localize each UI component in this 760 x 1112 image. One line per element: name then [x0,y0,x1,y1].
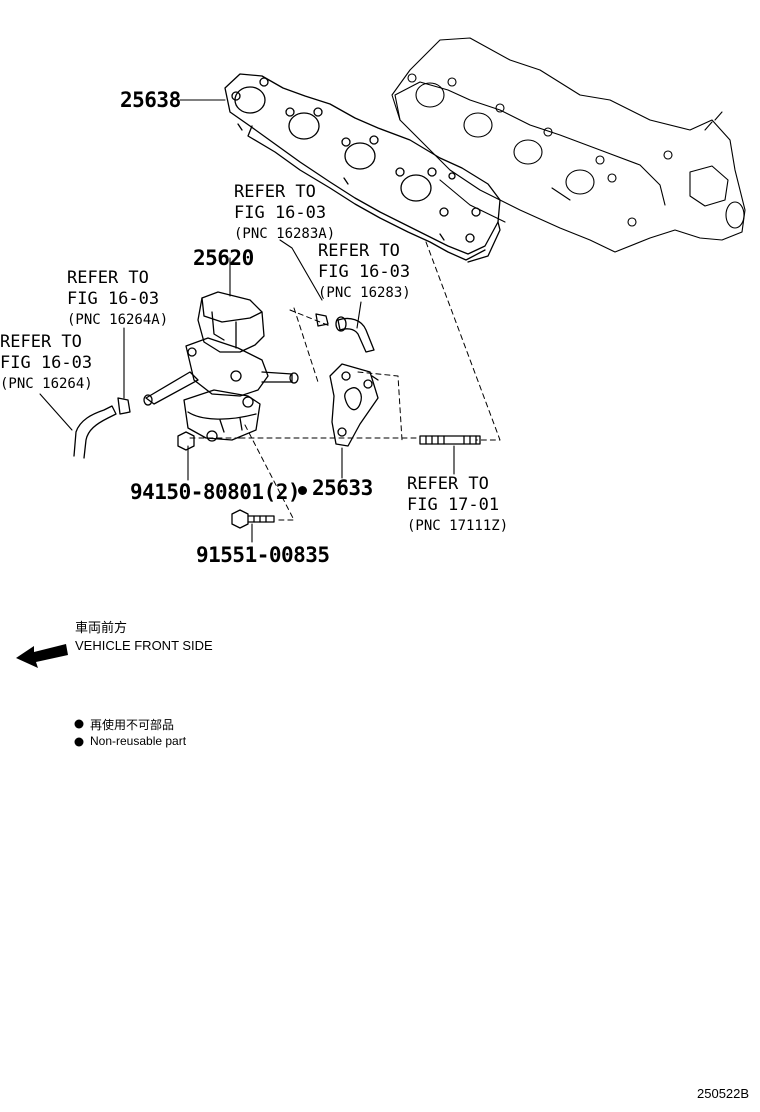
legend-label-en: Non-reusable part [90,734,187,748]
gasket-25633-drawing [329,363,379,447]
ref-pnc: (PNC 16283A) [234,226,336,242]
ref-line1: REFER TO [234,182,316,202]
ref-line1: REFER TO [407,474,489,494]
ref-pnc: (PNC 16283) [318,285,411,301]
filled-dot-icon [74,719,84,747]
ref-line2: FIG 16-03 [234,203,327,223]
ref-callout-16283: REFER TO FIG 16-03 (PNC 16283) [318,241,411,304]
non-reusable-dot-icon [298,486,307,495]
legend-label-jp: 再使用不可部品 [90,718,175,732]
part-label-egr-valve: 25620 [193,246,254,270]
ref-pnc: (PNC 17111Z) [407,518,509,534]
ref-line2: FIG 16-03 [318,262,411,282]
ref-pnc: (PNC 16264A) [67,312,169,328]
nut-drawing [177,431,195,451]
part-label-manifold-gasket: 25638 [120,88,181,112]
part-label-nut: 94150-80801(2) [130,480,301,504]
stud-drawing [419,435,481,445]
leader-lines [39,99,455,543]
ref-callout-16264: REFER TO FIG 16-03 (PNC 16264) [0,332,93,395]
ref-line1: REFER TO [318,241,400,261]
bolt-drawing [231,509,275,529]
gasket-pnc-text: 25633 [312,476,373,500]
engine-block [391,37,746,253]
ref-line2: FIG 16-03 [67,289,160,309]
part-label-gasket: 25633 [298,476,373,500]
ref-callout-16283a: REFER TO FIG 16-03 (PNC 16283A) [234,182,335,245]
ref-line1: REFER TO [67,268,149,288]
part-label-bolt: 91551-00835 [196,543,330,567]
ref-pnc: (PNC 16264) [0,376,93,392]
ref-line2: FIG 17-01 [407,495,500,515]
vehicle-front-label-jp: 車両前方 [75,620,128,635]
figure-id: 250522B [697,1086,750,1101]
arrow-left-icon [16,644,68,668]
egr-valve-drawing [143,291,299,442]
assembly-dash-lines [189,241,501,521]
ref-callout-17111z: REFER TO FIG 17-01 (PNC 17111Z) [407,474,508,537]
ref-callout-16264a: REFER TO FIG 16-03 (PNC 16264A) [67,268,168,331]
ref-line2: FIG 16-03 [0,353,93,373]
ref-line1: REFER TO [0,332,82,352]
hose-16283 [315,313,375,353]
hose-16264 [73,397,131,459]
manifold-gasket-drawing [224,73,501,263]
vehicle-front-label-en: VEHICLE FRONT SIDE [75,638,213,653]
